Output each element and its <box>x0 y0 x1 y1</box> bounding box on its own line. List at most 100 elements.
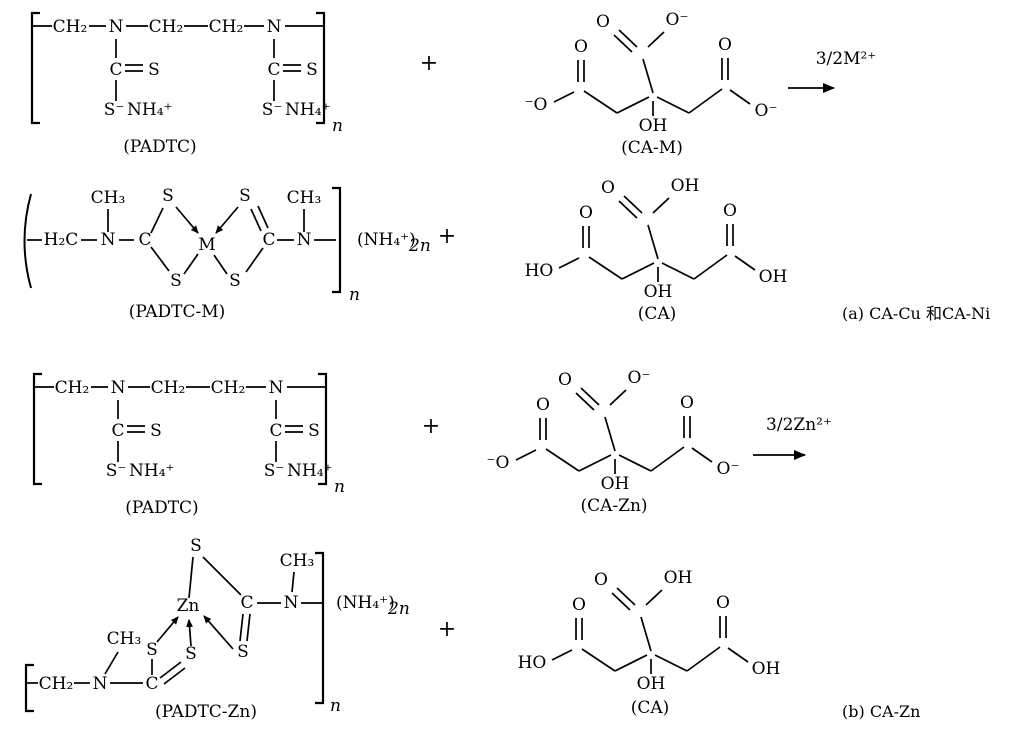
ca-bonds <box>558 195 756 282</box>
atom-s-minus: S⁻ <box>104 100 125 120</box>
counterion-nh4-group: (NH₄⁺) <box>336 593 395 613</box>
counterion-subscript-2n: 2n <box>387 599 410 619</box>
plus-operator: + <box>437 617 457 642</box>
ca-zn-bonds <box>515 387 713 474</box>
atom-ho: HO <box>518 653 547 673</box>
atom-n: N <box>101 230 116 250</box>
counterion-nh4-group: (NH₄⁺) <box>357 230 416 250</box>
atom-o: O <box>680 393 694 413</box>
atom-s: S <box>237 642 249 662</box>
structure-ca-zn: O O⁻ O ⁻O O O⁻ OH (CA-Zn) <box>487 368 740 516</box>
atom-ho: HO <box>525 261 554 281</box>
atom-n: N <box>297 230 312 250</box>
atom-h2c: H₂C <box>44 230 79 250</box>
atom-o: O <box>601 178 615 198</box>
atom-s: S <box>229 271 241 291</box>
atom-c: C <box>240 593 253 613</box>
atom-o-minus: O⁻ <box>717 459 740 479</box>
polymer-subscript-n: n <box>349 285 360 305</box>
reagent-arrow-a: 3/2M²⁺ <box>788 49 877 93</box>
atom-zn: Zn <box>177 596 200 616</box>
atom-nh4: NH₄⁺ <box>287 461 333 481</box>
atom-oh: OH <box>664 568 693 588</box>
atom-o: O <box>716 593 730 613</box>
caption-ca: (CA) <box>638 304 677 324</box>
atom-oh: OH <box>752 659 781 679</box>
atom-ch2: CH₂ <box>149 17 184 37</box>
structure-ca-row4: O OH O HO O OH OH (CA) <box>518 568 781 718</box>
caption-padtc: (PADTC) <box>125 498 198 518</box>
ca-m-bonds <box>553 29 751 116</box>
atom-s: S <box>150 421 162 441</box>
padtc-bonds <box>32 372 328 486</box>
atom-oh: OH <box>601 474 630 494</box>
atom-ch2: CH₂ <box>39 674 74 694</box>
atom-ch2: CH₂ <box>53 17 88 37</box>
plus-operator: + <box>419 51 439 76</box>
caption-padtc-m: (PADTC-M) <box>129 302 226 322</box>
caption-ca: (CA) <box>631 698 670 718</box>
caption-ca-zn: (CA-Zn) <box>580 496 647 516</box>
atom-o-minus: O⁻ <box>628 368 651 388</box>
atom-o: O <box>536 395 550 415</box>
structure-ca-m: O O⁻ O ⁻O O O⁻ OH (CA-M) <box>525 10 778 158</box>
atom-oh: OH <box>644 282 673 302</box>
structure-padtc-zn: S Zn C N CH₃ S S S C N CH₂ CH₃ n (NH₄⁺) … <box>24 536 410 722</box>
atom-s-minus: S⁻ <box>264 461 285 481</box>
counterion-subscript-2n: 2n <box>408 236 431 256</box>
atom-o: O <box>596 12 610 32</box>
atom-o: O <box>558 370 572 390</box>
caption-ca-m: (CA-M) <box>621 138 683 158</box>
padtc-zn-bonds <box>24 551 325 713</box>
atom-nh4: NH₄⁺ <box>129 461 175 481</box>
atom-s: S <box>148 60 160 80</box>
atom-minus-o: ⁻O <box>487 453 510 473</box>
atom-ch3: CH₃ <box>107 629 142 649</box>
padtc-bonds <box>30 11 326 125</box>
reaction-b-label: (b) CA-Zn <box>842 702 921 721</box>
polymer-subscript-n: n <box>330 696 341 716</box>
atom-o: O <box>572 595 586 615</box>
atom-c: C <box>138 230 151 250</box>
atom-o: O <box>723 201 737 221</box>
atom-m: M <box>198 235 215 255</box>
atom-ch2: CH₂ <box>211 378 246 398</box>
atom-o-minus: O⁻ <box>666 10 689 30</box>
atom-s: S <box>239 186 251 206</box>
polymer-subscript-n: n <box>334 477 345 497</box>
reagent-zn: 3/2Zn²⁺ <box>766 415 832 435</box>
atom-s: S <box>185 644 197 664</box>
atom-n: N <box>93 674 108 694</box>
atom-n: N <box>284 593 299 613</box>
atom-c: C <box>109 60 122 80</box>
atom-oh: OH <box>759 267 788 287</box>
polymer-subscript-n: n <box>332 116 343 136</box>
atom-o: O <box>594 570 608 590</box>
reagent-m: 3/2M²⁺ <box>816 49 877 69</box>
structure-padtc-row3: CH₂ N CH₂ CH₂ N C S S⁻ NH₄⁺ C S S⁻ NH₄⁺ … <box>32 372 345 518</box>
structure-padtc-row1: CH₂ N CH₂ CH₂ N C S S⁻ NH₄⁺ C S S⁻ NH₄⁺ … <box>30 11 343 157</box>
atom-ch2: CH₂ <box>209 17 244 37</box>
atom-ch3: CH₃ <box>91 188 126 208</box>
atom-s: S <box>308 421 320 441</box>
structure-padtc-m: H₂C N CH₃ C S S M S S C N CH₃ n (NH₄⁺) 2… <box>23 186 431 322</box>
atom-s: S <box>306 60 318 80</box>
structure-ca-row2: O OH O HO O OH OH (CA) <box>525 176 788 324</box>
atom-c: C <box>262 230 275 250</box>
atom-s: S <box>146 640 158 660</box>
atom-o-minus: O⁻ <box>755 101 778 121</box>
atom-oh: OH <box>637 674 666 694</box>
atom-n: N <box>269 378 284 398</box>
atom-ch3: CH₃ <box>287 188 322 208</box>
atom-nh4: NH₄⁺ <box>127 100 173 120</box>
atom-s: S <box>170 271 182 291</box>
atom-c: C <box>269 421 282 441</box>
padtc-m-bonds <box>23 186 342 294</box>
reagent-arrow-b: 3/2Zn²⁺ <box>753 415 832 460</box>
atom-oh: OH <box>639 116 668 136</box>
atom-c: C <box>145 674 158 694</box>
atom-n: N <box>267 17 282 37</box>
atom-s-minus: S⁻ <box>262 100 283 120</box>
atom-ch2: CH₂ <box>151 378 186 398</box>
